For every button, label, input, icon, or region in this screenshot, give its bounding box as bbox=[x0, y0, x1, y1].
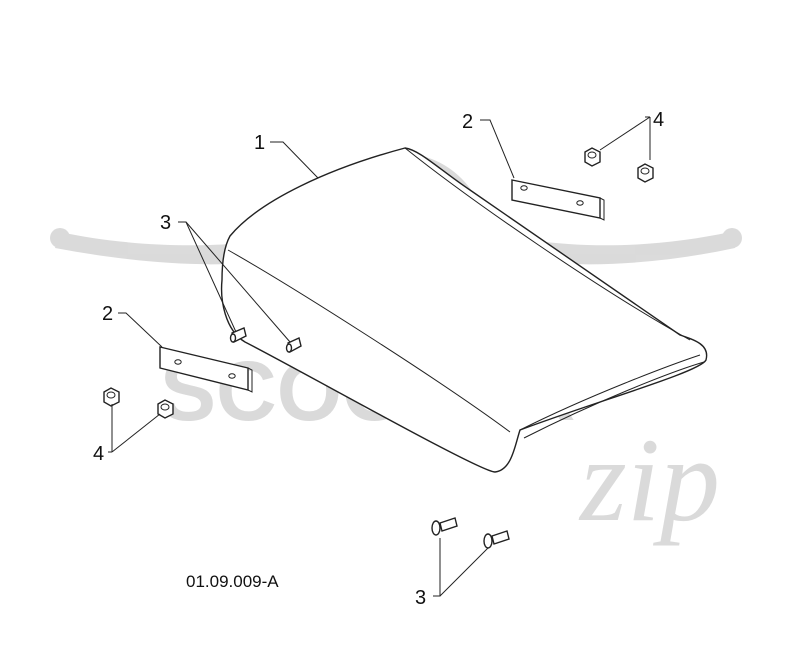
callout-nuts-left: 4 bbox=[93, 443, 104, 465]
seat-cover bbox=[220, 147, 708, 473]
mounting-plate-right bbox=[511, 179, 605, 221]
drawing-code: 01.09.009-A bbox=[186, 572, 279, 591]
nut-left-2-icon bbox=[157, 399, 174, 419]
mounting-plate-left bbox=[159, 346, 253, 393]
callout-bolts: 3 bbox=[415, 587, 426, 609]
nut-left-1-icon bbox=[103, 387, 120, 407]
leader-lines bbox=[108, 116, 651, 597]
watermark-brand-script: zip bbox=[578, 413, 720, 546]
callout-nuts-right: 4 bbox=[653, 109, 664, 131]
callout-plate-left: 2 bbox=[102, 303, 113, 325]
bolt-2-icon bbox=[483, 530, 510, 549]
callout-pins: 3 bbox=[160, 212, 171, 234]
pin-1-icon bbox=[229, 327, 247, 344]
callout-seat: 1 bbox=[254, 132, 265, 154]
callout-plate-right: 2 bbox=[462, 111, 473, 133]
nut-right-1-icon bbox=[584, 147, 601, 167]
pin-2-icon bbox=[285, 337, 302, 354]
bolt-1-icon bbox=[431, 517, 458, 536]
nut-right-2-icon bbox=[637, 163, 654, 183]
